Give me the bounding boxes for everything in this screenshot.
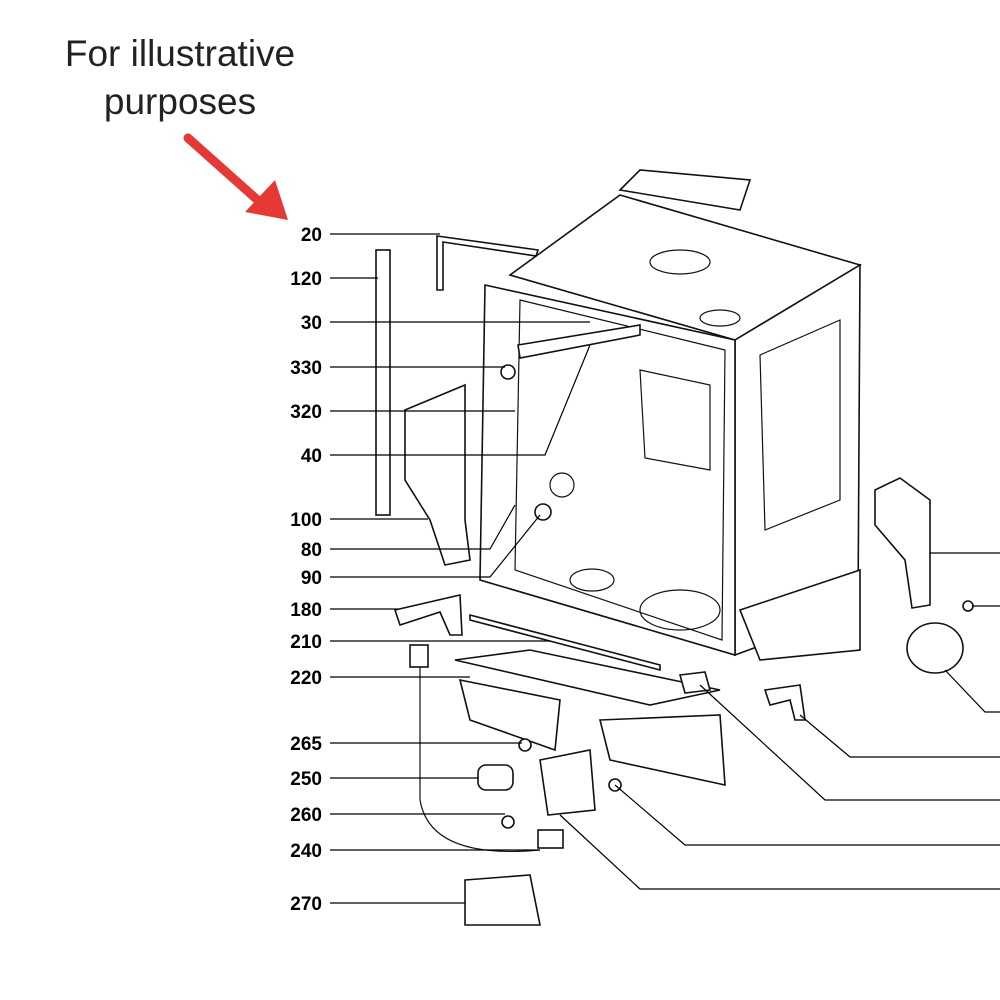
leader-lines — [330, 233, 1000, 904]
note-line-1: For illustrative — [64, 33, 296, 74]
label-210: 210 — [290, 632, 322, 653]
label-30: 30 — [301, 313, 322, 334]
red-arrow-icon — [183, 133, 288, 220]
label-250: 250 — [290, 769, 322, 790]
label-260: 260 — [290, 805, 322, 826]
label-100: 100 — [290, 510, 322, 531]
label-180: 180 — [290, 600, 322, 621]
part-labels: 20 120 30 330 320 40 100 80 90 180 210 2… — [290, 225, 322, 915]
label-120: 120 — [290, 269, 322, 290]
label-40: 40 — [301, 446, 322, 467]
label-270: 270 — [290, 894, 322, 915]
illustrative-note: For illustrative purposes — [30, 30, 330, 126]
note-line-2: purposes — [103, 81, 257, 122]
label-90: 90 — [301, 568, 322, 589]
label-240: 240 — [290, 841, 322, 862]
label-320: 320 — [290, 402, 322, 423]
right-parts — [763, 477, 974, 721]
label-220: 220 — [290, 668, 322, 689]
parts — [375, 235, 726, 926]
label-20: 20 — [301, 225, 322, 246]
dishwasher-tub — [479, 169, 862, 661]
label-80: 80 — [301, 540, 322, 561]
label-330: 330 — [290, 358, 322, 379]
label-265: 265 — [290, 734, 322, 755]
